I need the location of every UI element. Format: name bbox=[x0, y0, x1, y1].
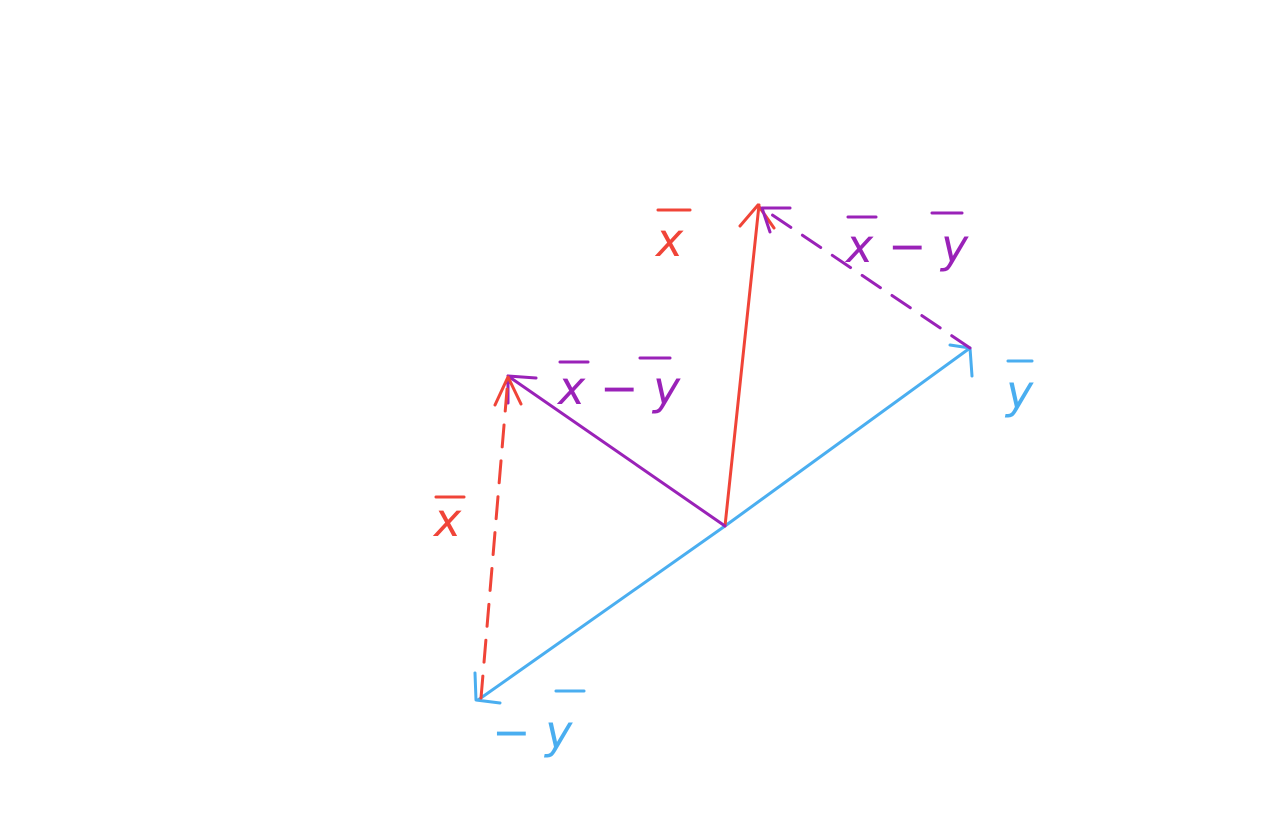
vector-x-dashed bbox=[479, 375, 523, 700]
vector-x-dashed-arrowhead bbox=[493, 375, 523, 407]
vector-x-arrowhead bbox=[738, 203, 776, 230]
vector-x bbox=[723, 203, 776, 528]
label-x-left: x bbox=[432, 493, 466, 547]
label-x-minus-y-left: x − y bbox=[556, 356, 681, 415]
label-minus-y: − y bbox=[492, 689, 586, 759]
label-x-left-text: x bbox=[432, 493, 462, 547]
vector-x-line bbox=[723, 203, 761, 528]
vector-x-minus-y-dashed bbox=[760, 206, 972, 350]
vector-x-dashed-line bbox=[479, 376, 510, 700]
label-y-right: y bbox=[1004, 359, 1034, 419]
label-x-minus-y-left-text: x − y bbox=[556, 361, 681, 415]
label-y-right-text: y bbox=[1004, 365, 1034, 419]
vector-minus-y bbox=[473, 524, 727, 705]
label-minus-y-text: − y bbox=[492, 705, 573, 759]
label-x-top: x bbox=[654, 208, 692, 267]
vector-y-line bbox=[723, 346, 972, 528]
vector-x-minus-y-line bbox=[506, 374, 727, 528]
label-x-top-text: x bbox=[654, 213, 684, 267]
label-x-minus-y-top: x − y bbox=[844, 211, 969, 273]
vector-minus-y-line bbox=[476, 524, 727, 702]
vector-x-minus-y-dashed-arrowhead bbox=[760, 206, 792, 234]
vector-x-minus-y-dashed-line bbox=[760, 206, 972, 350]
vector-y bbox=[723, 343, 974, 528]
label-x-minus-y-top-text: x − y bbox=[844, 219, 969, 273]
vector-minus-y-arrowhead bbox=[473, 671, 502, 705]
